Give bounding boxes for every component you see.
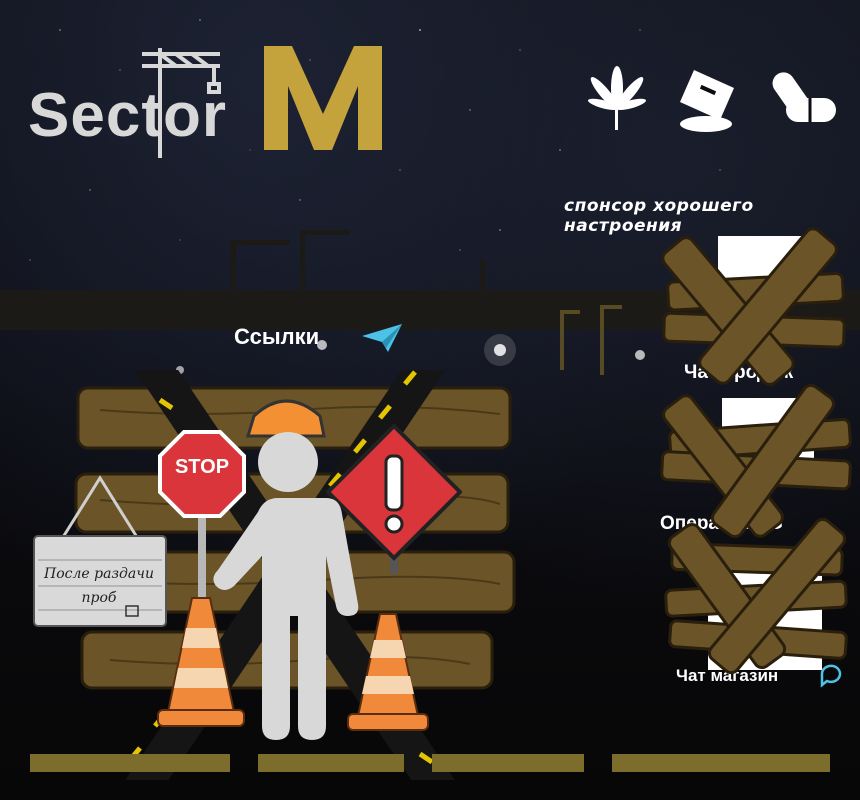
sign-text-line1: После раздачи [43,566,155,582]
construction-worker-figure [213,399,359,740]
chat-bubble-icon [820,664,842,688]
razor-blade-icon[interactable] [676,68,742,134]
bottom-button-3[interactable] [432,754,584,772]
bottom-button-2[interactable] [258,754,404,772]
bottom-button-1[interactable] [30,754,230,772]
stop-sign-text: STOP [174,456,230,478]
links-section-title: Ссылки [234,324,320,349]
crane-icon [142,48,221,158]
traffic-cone-left [157,597,245,727]
shop-chat-link[interactable]: Чат магазин [676,666,779,685]
brand-m-logo [264,46,382,150]
sign-text-line2: проб [81,590,117,606]
pill-capsule-icon[interactable] [770,66,840,132]
stop-sign [158,430,246,630]
cannabis-leaf-icon[interactable] [584,66,650,132]
bottom-button-4[interactable] [612,754,830,772]
warning-sign [326,424,462,574]
paper-plane-icon [362,324,402,352]
sponsor-text: спонсор хорошего настроения [564,196,754,236]
right-barricade [660,227,852,675]
traffic-cone-right [347,613,429,731]
brand-name: Sector [28,81,227,150]
hanging-sign [33,475,167,627]
sign-text: После раздачи проб [40,562,158,610]
